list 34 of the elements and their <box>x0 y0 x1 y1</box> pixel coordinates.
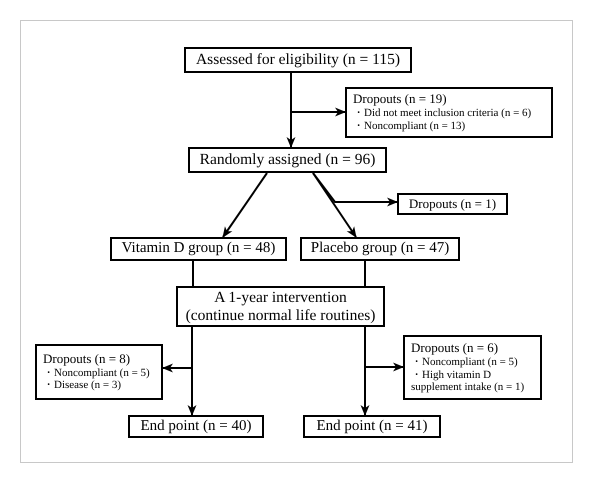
box-label: A 1-year intervention (continue normal life routines) <box>184 288 376 324</box>
list-item: ・High vitamin D supplement intake (n = 1) <box>411 368 526 394</box>
box-label: Randomly assigned (n = 96) <box>200 151 376 169</box>
list-item: ・Noncompliant (n = 5) <box>411 356 518 369</box>
process-box <box>397 193 508 215</box>
box-heading: Dropouts (n = 8) <box>43 352 130 367</box>
box-label: End point (n = 41) <box>316 418 428 436</box>
dropout-box <box>403 335 542 400</box>
list-item: ・Noncompliant (n = 13) <box>353 120 466 133</box>
box-heading: Dropouts (n = 6) <box>411 341 498 356</box>
process-box <box>188 147 387 173</box>
box-label: Vitamin D group (n = 48) <box>122 240 276 258</box>
connector-line <box>364 261 366 286</box>
box-label: Dropouts (n = 1) <box>408 196 496 212</box>
list-item: ・Did not meet inclusion criteria (n = 6) <box>353 107 532 120</box>
arrow <box>222 172 268 238</box>
process-box <box>110 237 287 261</box>
box-label: Placebo group (n = 47) <box>310 240 450 258</box>
dropout-box <box>345 87 553 138</box>
list-item: ・Noncompliant (n = 5) <box>43 366 150 380</box>
connector-line <box>192 261 194 286</box>
process-box <box>176 286 385 327</box>
process-box <box>128 415 264 438</box>
dropout-box <box>35 344 163 400</box>
box-heading: Dropouts (n = 19) <box>353 92 447 108</box>
process-box <box>184 47 412 73</box>
process-box <box>303 415 441 438</box>
box-label: Assessed for eligibility (n = 115) <box>196 51 400 69</box>
process-box <box>300 237 460 261</box>
list-item: ・Disease (n = 3) <box>43 379 121 392</box>
arrow <box>290 73 346 116</box>
box-label: End point (n = 40) <box>140 418 252 436</box>
arrow <box>360 327 370 416</box>
arrow <box>312 172 398 206</box>
